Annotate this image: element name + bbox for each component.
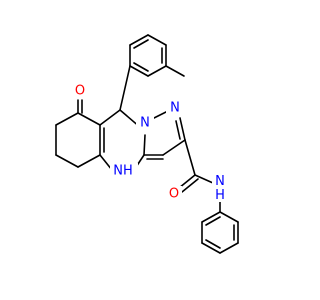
bond [55, 154, 79, 168]
bond [133, 62, 149, 72]
atom-label-n: N [170, 101, 180, 116]
bond [77, 112, 101, 126]
bond [205, 216, 221, 226]
atom-O1: O [72, 83, 88, 99]
bond [201, 211, 221, 223]
atom-label-nh: NH [113, 164, 133, 179]
bond [133, 39, 149, 49]
bond [55, 112, 79, 126]
bond [77, 154, 101, 168]
bond [162, 139, 186, 156]
atom-label-o: O [75, 84, 85, 99]
bond [179, 117, 186, 141]
bond [201, 242, 221, 254]
bond [147, 65, 167, 77]
atom-O2: O [166, 186, 182, 202]
bond [205, 239, 221, 249]
bond [119, 65, 131, 111]
atom-label-o: O [169, 187, 179, 202]
bond [184, 139, 196, 176]
bond [219, 242, 239, 254]
bond [143, 134, 146, 156]
bond [175, 120, 181, 140]
bond [99, 109, 121, 126]
atom-N2: N [166, 100, 184, 116]
atom-label-n: N [140, 116, 150, 131]
bond [181, 178, 199, 193]
atom-NH1: NH [110, 163, 138, 179]
bond [129, 65, 149, 77]
bond [147, 34, 167, 46]
bond [219, 211, 239, 223]
bond [129, 34, 149, 46]
bond [165, 65, 185, 77]
atom-N1: N [136, 115, 154, 131]
bonds [55, 34, 239, 254]
bond [194, 174, 214, 184]
bond [178, 174, 196, 189]
